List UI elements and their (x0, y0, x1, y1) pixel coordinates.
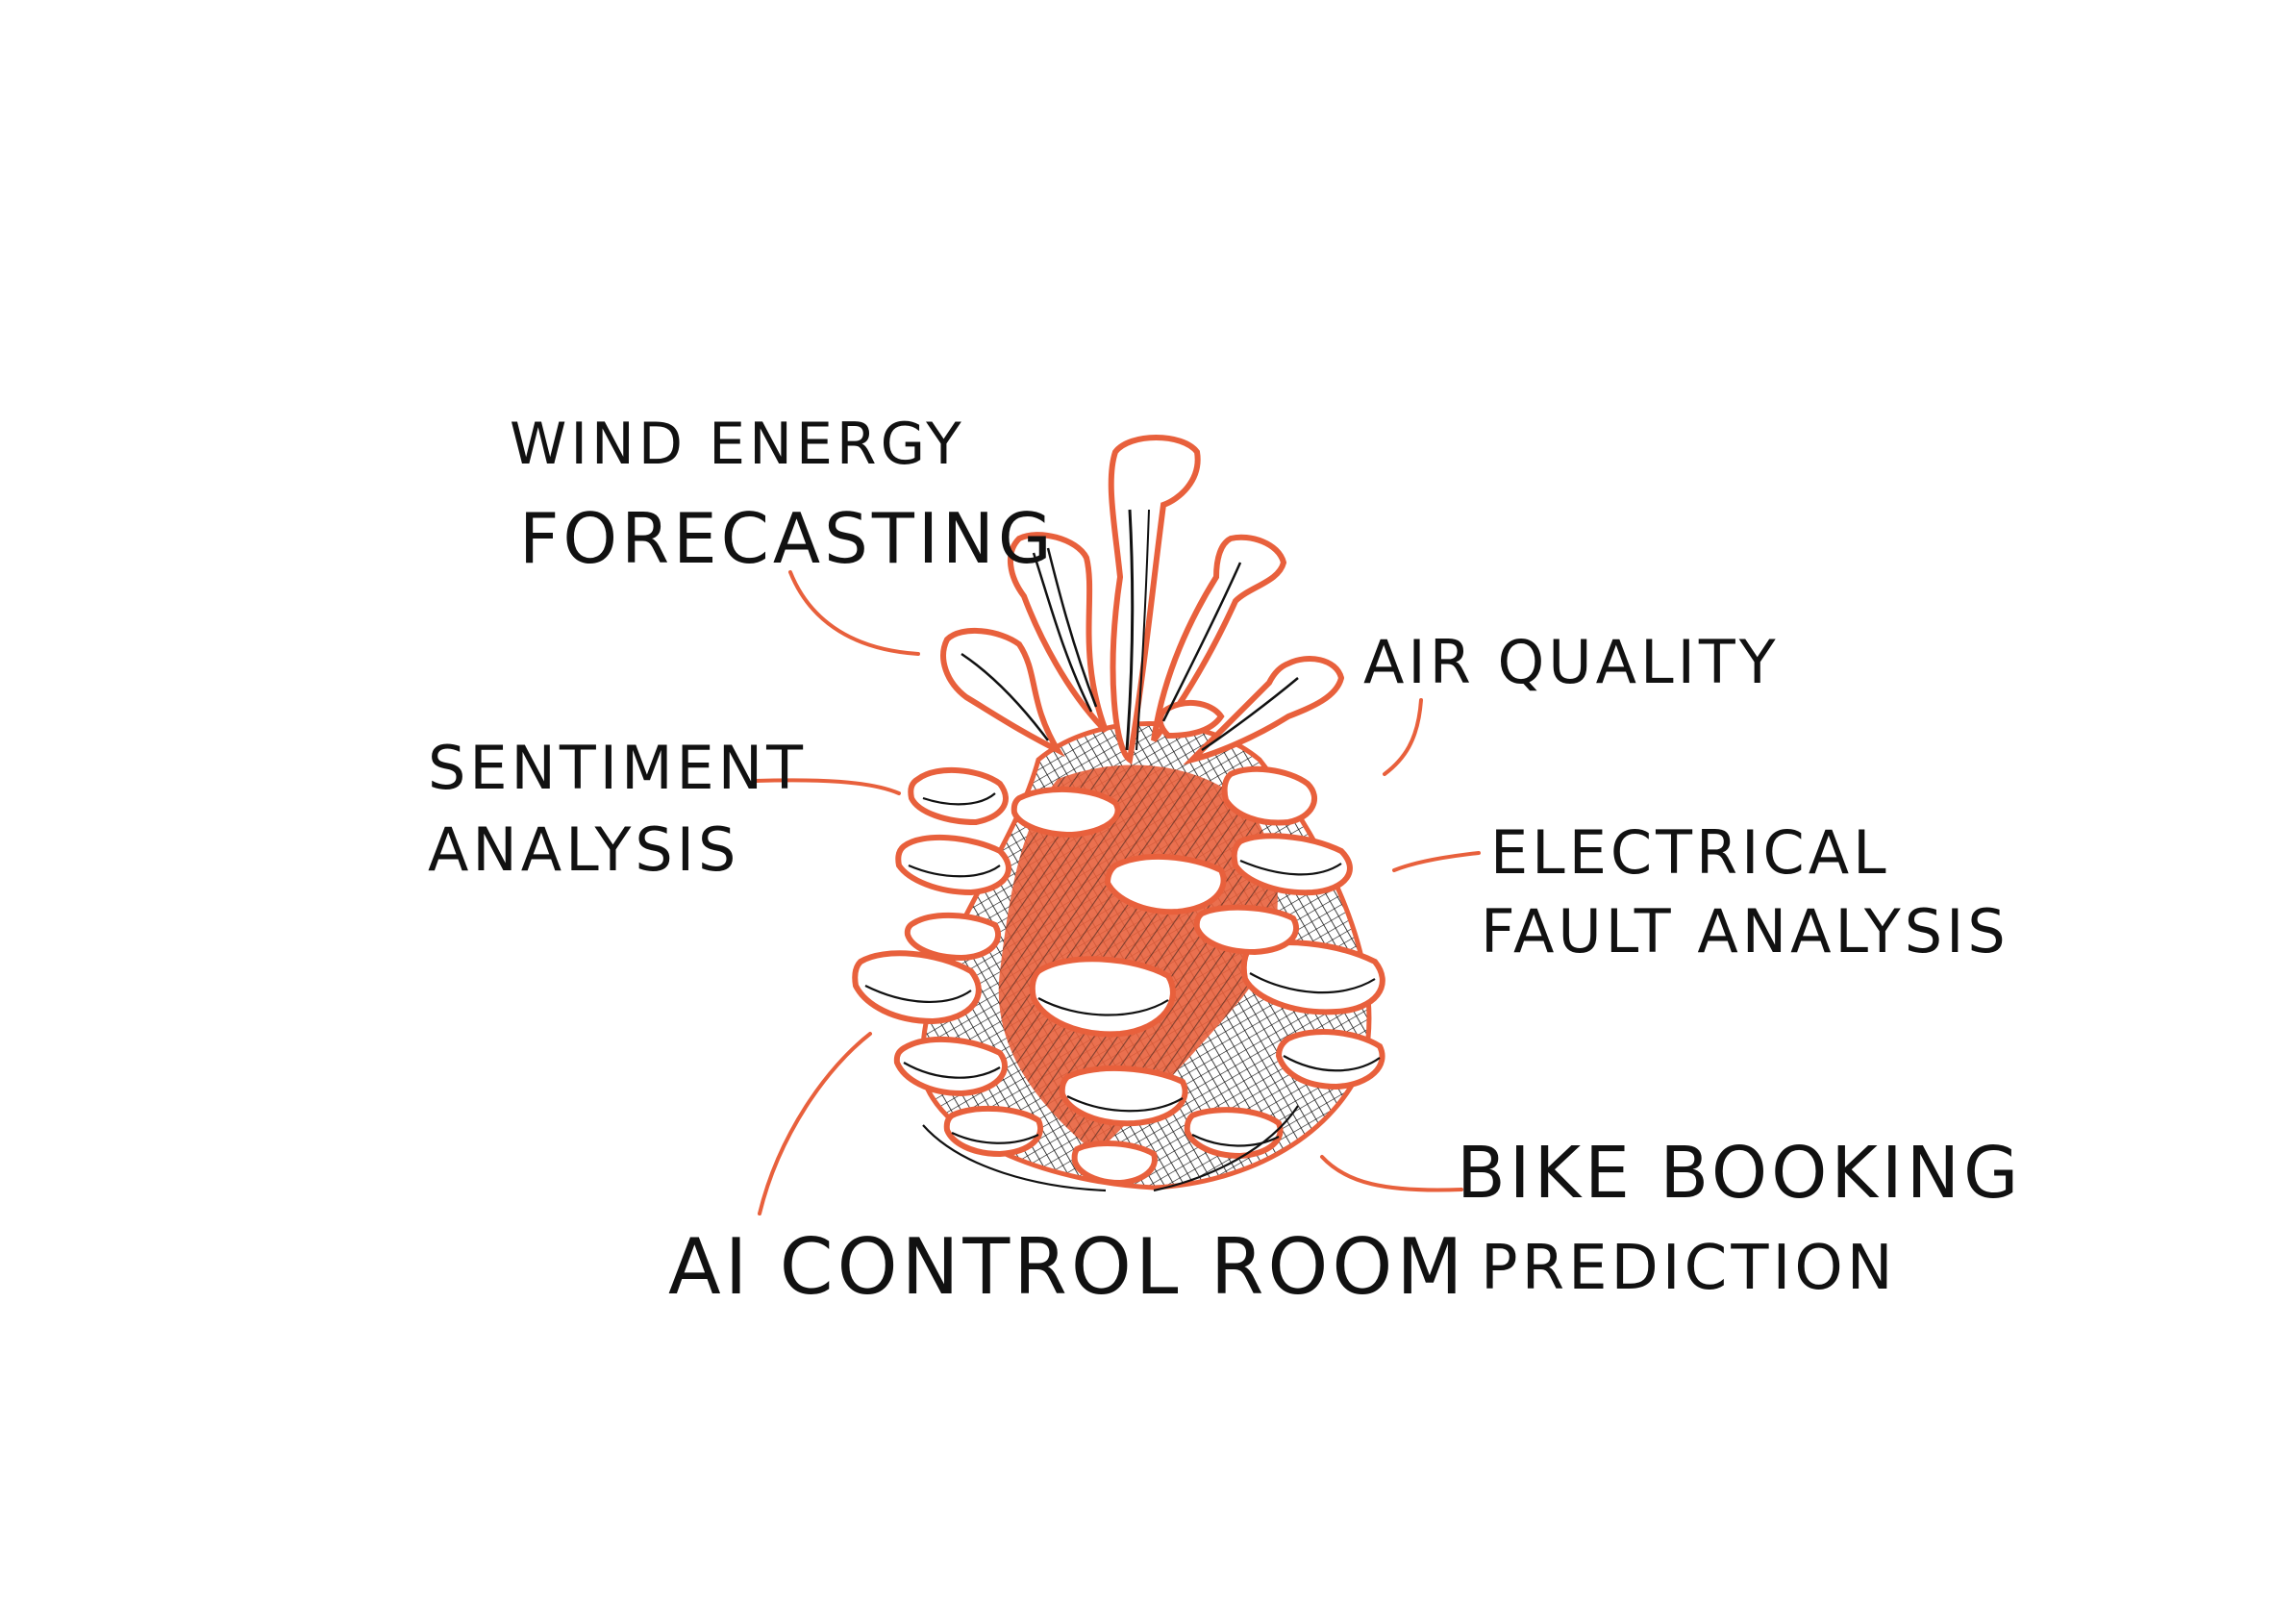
label-electrical-line1: ELECTRICAL (1490, 817, 1890, 888)
label-bike: BIKE BOOKING PREDICTION (1457, 1132, 2022, 1304)
label-sentiment-line2: ANALYSIS (428, 815, 739, 885)
label-bike-line2: PREDICTION (1481, 1233, 1897, 1304)
connector-electrical (1392, 851, 1481, 872)
pinecone-lower-scales (852, 904, 1385, 1187)
label-wind-energy-line1: WIND ENERGY (510, 411, 965, 478)
connector-bike (1320, 1155, 1463, 1192)
pinecone-icon (852, 435, 1385, 1192)
connector-sentiment (753, 778, 901, 795)
label-air-quality: AIR QUALITY (1363, 627, 1780, 697)
connector-air-quality (1383, 698, 1423, 776)
label-control-room-line1: AI CONTROL ROOM (668, 1222, 1466, 1312)
label-wind-energy: WIND ENERGY FORECASTING (510, 411, 1056, 579)
label-control-room: AI CONTROL ROOM (668, 1222, 1466, 1312)
label-air-quality-line1: AIR QUALITY (1363, 627, 1780, 697)
pinecone-middle-scales (895, 765, 1353, 915)
label-sentiment-line1: SENTIMENT (428, 733, 807, 803)
label-electrical: ELECTRICAL FAULT ANALYSIS (1481, 817, 2009, 966)
connector-wind-energy (788, 570, 920, 656)
label-sentiment: SENTIMENT ANALYSIS (428, 733, 807, 885)
label-wind-energy-line2: FORECASTING (519, 498, 1056, 579)
connector-control-room (758, 1032, 872, 1216)
label-electrical-line2: FAULT ANALYSIS (1481, 896, 2009, 966)
connector-lines (753, 570, 1481, 1216)
label-bike-line1: BIKE BOOKING (1457, 1132, 2022, 1215)
